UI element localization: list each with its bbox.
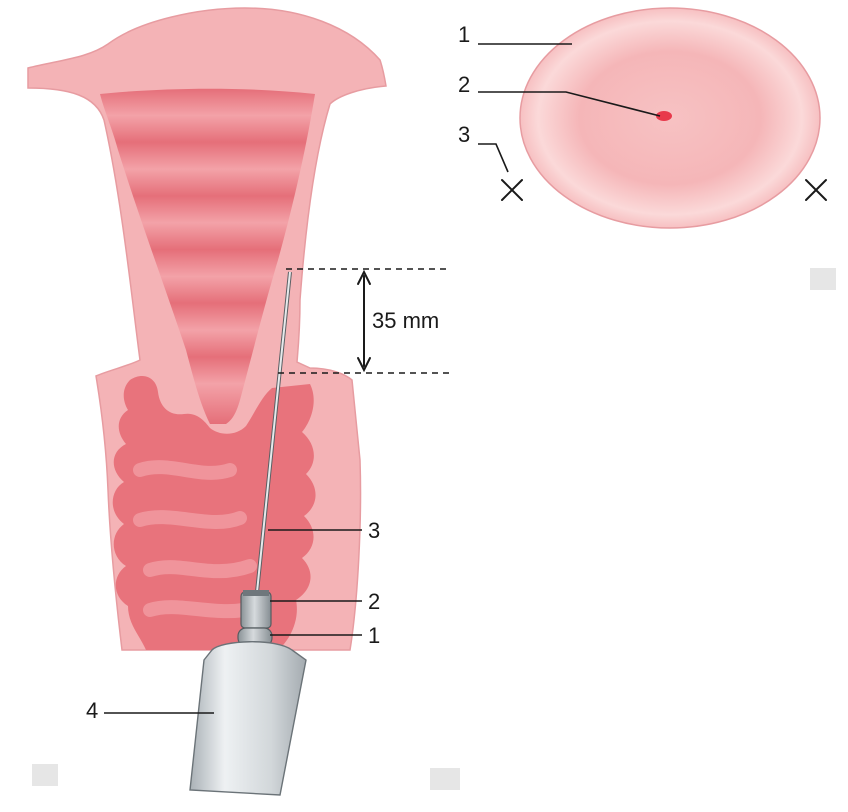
svg-text:3: 3: [458, 122, 470, 147]
cervix-label-1: 1: [458, 22, 572, 47]
svg-text:2: 2: [368, 589, 380, 614]
cross-marker-right: [806, 180, 826, 200]
syringe-barrel: [190, 642, 306, 795]
catheter-hub: [241, 590, 271, 628]
measurement-label: 35 mm: [372, 308, 439, 333]
cross-marker-left: [502, 180, 522, 200]
svg-text:2: 2: [458, 72, 470, 97]
cervix-label-3: 3: [458, 122, 508, 172]
svg-text:1: 1: [458, 22, 470, 47]
svg-text:3: 3: [368, 518, 380, 543]
svg-text:1: 1: [368, 623, 380, 648]
label-syringe-4: 4: [86, 698, 214, 723]
cervix-top-view: [520, 8, 820, 228]
measurement-35mm: 35 mm: [278, 269, 450, 373]
svg-text:4: 4: [86, 698, 98, 723]
